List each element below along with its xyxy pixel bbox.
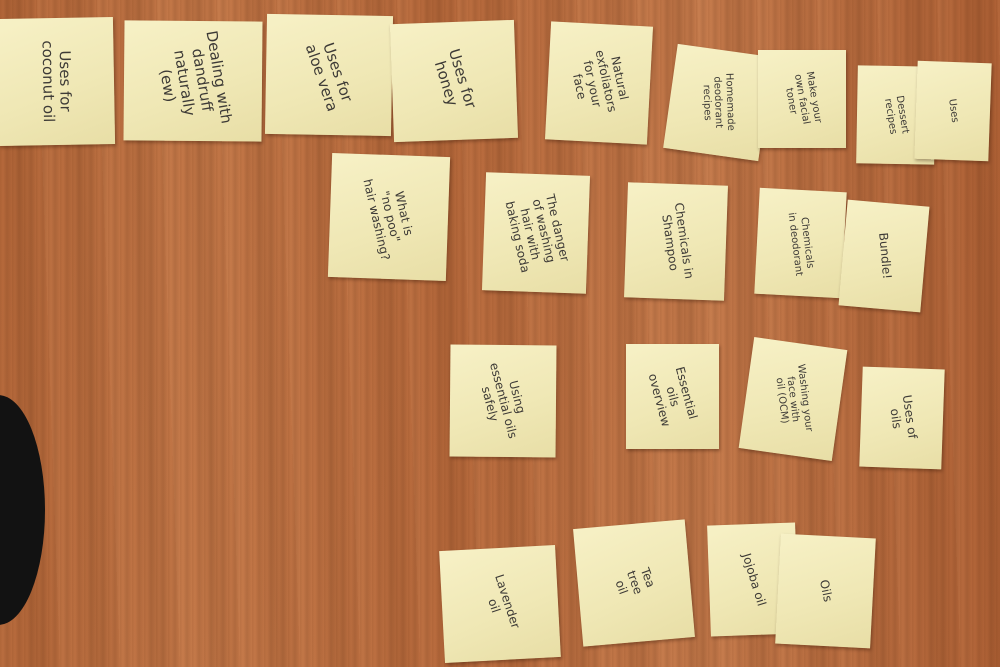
note-text: Washing your face with oil (OCM) <box>773 363 815 433</box>
sticky-note-dandruff: Dealing with dandruff naturally (ew) <box>123 20 263 142</box>
note-text: Bundle! <box>875 232 894 280</box>
sticky-note-oil-face-washing: Washing your face with oil (OCM) <box>738 337 848 461</box>
sticky-note-no-poo: What is "no poo" hair washing? <box>327 152 451 282</box>
sticky-note-honey: Uses for honey <box>389 19 519 143</box>
note-text: Jojoba oil <box>739 551 769 608</box>
note-text: Homemade deodorant recipes <box>700 72 737 132</box>
note-text: Uses <box>946 98 961 124</box>
note-text: Uses of oils <box>887 394 920 440</box>
sticky-note-coconut-oil: Uses for coconut oil <box>0 16 116 147</box>
note-text: Chemicals in deodorant <box>785 211 816 277</box>
sticky-note-chemicals-deodorant: Chemicals in deodorant <box>754 187 847 299</box>
sticky-note-bundle: Bundle! <box>838 199 930 313</box>
sticky-note-uses: Uses <box>914 60 992 162</box>
note-text: Make your own facial toner <box>783 70 824 125</box>
dark-object-left-edge <box>0 395 45 625</box>
note-text: The danger of washing hair with baking s… <box>501 193 572 275</box>
sticky-note-oils: Oils <box>775 533 876 649</box>
sticky-note-deodorant-recipes: Homemade deodorant recipes <box>663 43 773 162</box>
note-text: Essential oils overview <box>646 364 701 428</box>
sticky-note-aloe-vera: Uses for aloe vera <box>264 13 394 137</box>
sticky-note-essential-oils-safely: Using essential oils safely <box>449 344 557 458</box>
note-text: Dessert recipes <box>882 94 911 135</box>
sticky-note-chemicals-shampoo: Chemicals in Shampoo <box>624 182 728 301</box>
sticky-note-baking-soda: The danger of washing hair with baking s… <box>481 172 591 294</box>
note-text: Chemicals in Shampoo <box>659 201 696 280</box>
note-text: Oils <box>817 578 836 604</box>
sticky-note-essential-oils-overview: Essential oils overview <box>626 344 719 449</box>
note-text: Using essential oils safely <box>479 361 529 441</box>
note-text: Natural exfoliators for your face <box>570 49 632 114</box>
note-text: Uses for honey <box>430 46 481 111</box>
sticky-note-facial-toner: Make your own facial toner <box>758 50 846 148</box>
sticky-note-tea-tree-oil: Tea tree oil <box>573 519 695 647</box>
note-text: Tea tree oil <box>612 566 658 597</box>
sticky-note-uses-of-oils: Uses of oils <box>859 366 945 470</box>
sticky-note-exfoliators: Natural exfoliators for your face <box>544 21 654 145</box>
note-text: Lavender oil <box>485 572 523 631</box>
note-text: What is "no poo" hair washing? <box>360 177 416 262</box>
note-text: Uses for aloe vera <box>301 40 357 114</box>
note-text: Dealing with dandruff naturally (ew) <box>156 28 236 125</box>
sticky-note-lavender-oil: Lavender oil <box>439 545 561 663</box>
note-text: Uses for coconut oil <box>38 40 75 123</box>
